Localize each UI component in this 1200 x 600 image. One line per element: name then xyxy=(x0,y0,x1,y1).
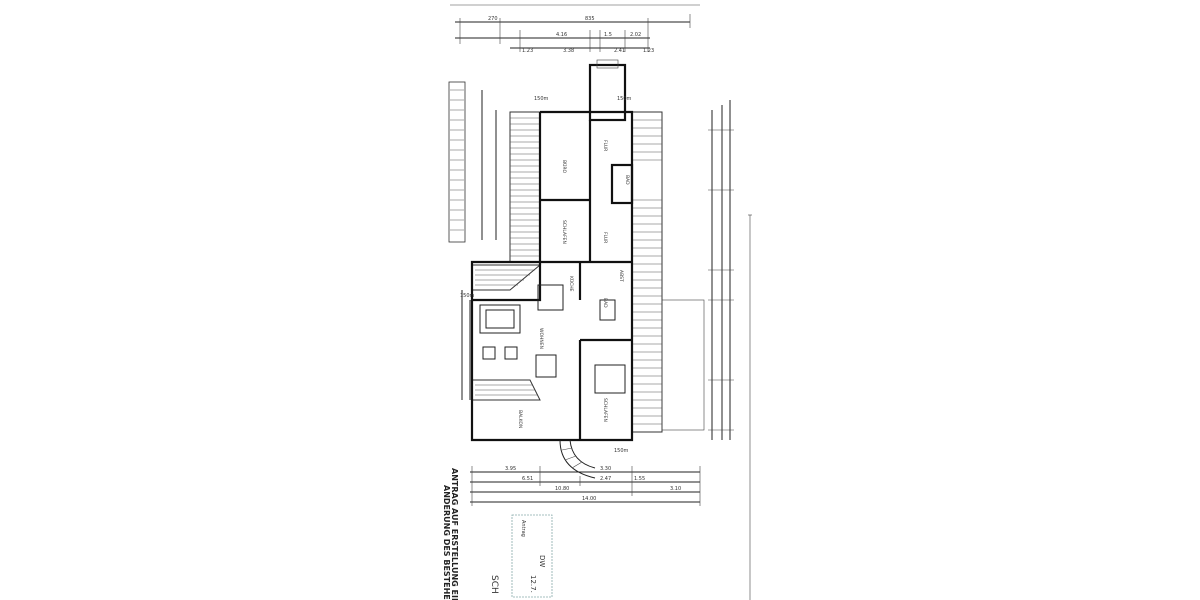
room-label-buero: BÜRO xyxy=(561,160,568,174)
dim-top-338: 3.38 xyxy=(563,48,574,54)
dim-bottom-651: 6.51 xyxy=(522,476,533,482)
kitchen-island xyxy=(537,284,564,311)
bed xyxy=(594,364,626,394)
height-label-1: 150m xyxy=(534,96,549,102)
sofa-top xyxy=(479,304,521,334)
dim-bottom-1080: 10.80 xyxy=(555,486,569,492)
room-label-flur-mid: FLUR xyxy=(602,232,608,243)
bottom-dimension-chains: 3.95 3.30 6.51 2.47 1.55 10.80 3.10 14.0… xyxy=(470,466,701,506)
room-label-flur-top: FLUR xyxy=(602,140,608,151)
stamp-line-3: SCH xyxy=(489,575,499,594)
dim-top-202: 2.02 xyxy=(630,32,641,38)
dim-bottom-247: 2.47 xyxy=(600,476,611,482)
right-dimension-chains xyxy=(708,100,734,440)
room-label-schlafen-bottom: SCHLAFEN xyxy=(602,398,608,422)
stamp-line-2: DW xyxy=(538,555,546,567)
stamp-handwriting: 12.7. xyxy=(529,575,537,593)
dim-bottom-1400: 14.00 xyxy=(582,496,596,502)
room-label-bad-top: BAD xyxy=(624,175,630,185)
dim-bottom-310: 3.10 xyxy=(670,486,681,492)
armchair-right xyxy=(504,346,518,360)
dim-bottom-330: 3.30 xyxy=(600,466,611,472)
room-label-schlafen-top: SCHLAFEN xyxy=(561,220,567,244)
height-label-2: 150m xyxy=(617,96,632,102)
living-wall-top xyxy=(470,260,542,302)
height-label-3: 150m xyxy=(460,293,475,299)
dining-table xyxy=(535,354,557,378)
dim-bottom-395: 3.95 xyxy=(505,466,516,472)
coffee-table xyxy=(485,309,515,329)
spiral-staircase xyxy=(559,439,596,479)
room-label-bad-mid: BAD xyxy=(602,298,608,308)
roof-hatch-right xyxy=(631,111,663,433)
stamp-line-1: Antrag xyxy=(520,520,526,537)
approval-stamp: Antrag DW SCH 12.7. xyxy=(489,514,553,598)
dim-top-270: 270 xyxy=(488,16,498,22)
chimney-cap xyxy=(596,59,619,69)
top-dimension-chains: 270 835 4.16 1.5 2.02 1.23 3.38 2.41 1.2… xyxy=(455,14,691,54)
chimney-annex xyxy=(588,63,627,122)
left-dimension-chains xyxy=(448,81,497,400)
room-label-balkon: BALKON xyxy=(517,410,523,428)
dim-top-835: 835 xyxy=(585,16,595,22)
building-walls xyxy=(538,110,634,442)
dim-top-123a: 1.23 xyxy=(522,48,533,54)
room-label-abst: ABST xyxy=(618,270,624,282)
dim-bottom-155: 1.55 xyxy=(634,476,645,482)
room-label-wohnen: WOHNEN xyxy=(538,328,544,349)
drawing-title-line-1: ANTRAG AUF ERSTELLUNG EIN xyxy=(450,468,459,600)
terrace-outline xyxy=(661,299,705,431)
bath-fixture xyxy=(599,299,616,321)
dim-top-123b: 1.23 xyxy=(643,48,654,54)
dim-top-241: 2.41 xyxy=(614,48,625,54)
room-label-kueche: KÜCHE xyxy=(568,276,575,292)
height-label-4: 150m xyxy=(614,448,629,454)
armchair-left xyxy=(482,346,496,360)
dim-top-15: 1.5 xyxy=(604,32,612,38)
dim-top-416: 4.16 xyxy=(556,32,567,38)
living-wall-left xyxy=(470,300,540,442)
drawing-title-line-2: ANDERUNG DES BESTEHENDEN xyxy=(442,485,451,600)
roof-hatch-upper-left xyxy=(509,111,541,263)
